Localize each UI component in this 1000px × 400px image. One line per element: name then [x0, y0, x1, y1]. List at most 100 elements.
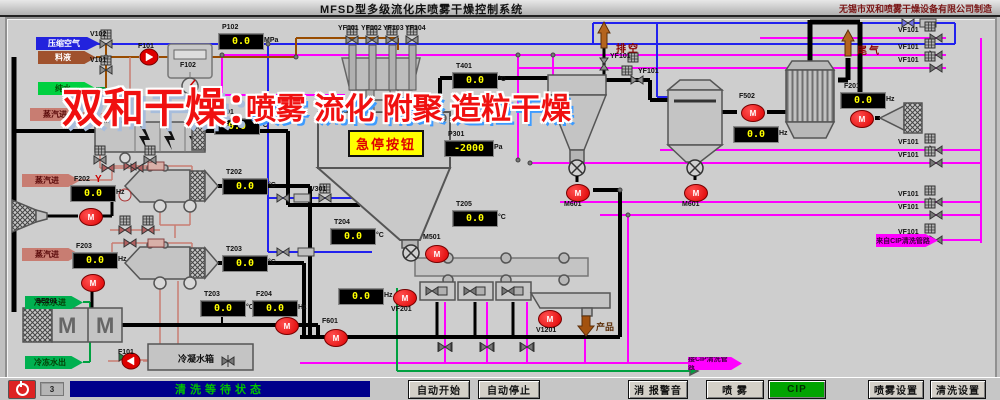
display-value-T202: 0.0	[235, 181, 255, 192]
motor-label-M601a: M601	[564, 201, 582, 208]
watermark-slogan: 喷雾 流化 附聚 造粒干燥	[246, 93, 572, 126]
valve-label-YF103: YF103	[383, 25, 404, 32]
motor-V1201[interactable]: M	[538, 310, 562, 328]
display-value-T201: 0.0	[227, 121, 247, 132]
motor-F201m[interactable]: M	[850, 110, 874, 128]
motor-label-F502m: F502	[739, 93, 755, 100]
valve-label-V102: V102	[90, 31, 107, 38]
display-unit-T401: °C	[498, 76, 506, 83]
valve-label-YF_inline: YF101	[638, 68, 659, 75]
display-label-P102: P102	[222, 24, 239, 31]
display-unit-P301: Pa	[494, 144, 503, 151]
valve-label-YF101: YF101	[338, 25, 359, 32]
valve-label-VF8-7: VF101	[898, 229, 919, 236]
flow-label-liaoye: 料液	[38, 51, 96, 64]
display-unit-P102: MPa	[264, 37, 279, 44]
motor-F204m[interactable]: M	[275, 317, 299, 335]
display-F502d: 0.0	[733, 126, 779, 143]
flow-label-chunshui: 纯水	[38, 82, 96, 95]
valve-label-VF1-0: VF101	[898, 27, 919, 34]
display-unit-T204: °C	[376, 232, 384, 239]
display-F203: 0.0	[72, 252, 118, 269]
display-T401: 0.0	[452, 72, 498, 89]
motor-M601b[interactable]: M	[684, 184, 708, 202]
valve-label-VF6-5: VF101	[898, 191, 919, 198]
display-unit-F202: Hz	[116, 189, 125, 196]
motor-F202m[interactable]: M	[79, 208, 103, 226]
vent-label-weiqi: 尾气	[857, 46, 881, 57]
svg-text:Y: Y	[95, 174, 102, 185]
display-F202: 0.0	[70, 185, 116, 202]
display-value-F204: 0.0	[265, 303, 285, 314]
display-T201: 0.0	[214, 118, 260, 135]
display-label-F204: F204	[256, 291, 272, 298]
display-value-T401: 0.0	[465, 75, 485, 86]
flow-label-zq2: 蒸汽进	[22, 174, 80, 187]
motor-label-M501: M501	[423, 234, 441, 241]
valve-label-VF7-6: VF101	[898, 204, 919, 211]
display-unit-F201: Hz	[886, 96, 895, 103]
display-label-T401: T401	[456, 63, 472, 70]
display-value-T203b: 0.0	[213, 303, 233, 314]
display-P301: -2000	[444, 140, 494, 157]
valve-label-YF102: YF102	[361, 25, 382, 32]
counter-box: 3	[40, 382, 64, 396]
motor-F203m[interactable]: M	[81, 274, 105, 292]
motor-label-F601m: F601	[322, 318, 338, 325]
display-label-T204: T204	[334, 219, 350, 226]
display-value-F502d: 0.0	[746, 129, 766, 140]
valve-label-VF2-1: VF101	[898, 44, 919, 51]
display-label-T203a: T203	[226, 246, 242, 253]
display-T203a: 0.0	[222, 255, 268, 272]
motor-M501[interactable]: M	[425, 245, 449, 263]
display-value-P102: 0.0	[231, 36, 251, 47]
display-VF201d: 0.0	[338, 288, 384, 305]
pump-label-F101b: F101	[118, 349, 134, 356]
motor-label-M601b: M601	[682, 201, 700, 208]
valve-label-VF4-3: VF101	[898, 139, 919, 146]
power-button[interactable]	[8, 380, 36, 399]
button-clean_set[interactable]: 清洗设置	[930, 380, 986, 399]
button-spray_set[interactable]: 喷雾设置	[868, 380, 924, 399]
display-value-P301: -2000	[453, 143, 485, 154]
display-label-P301: P301	[448, 131, 465, 138]
display-value-T204: 0.0	[343, 231, 363, 242]
display-value-F202: 0.0	[83, 188, 103, 199]
display-unit-F502d: Hz	[779, 130, 788, 137]
valve-label-YF_vent: YF101	[610, 53, 631, 60]
motor-label-V1201: V1201	[536, 327, 557, 334]
button-auto_start[interactable]: 自动开始	[408, 380, 470, 399]
display-label-T201: T201	[218, 109, 234, 116]
display-value-VF201d: 0.0	[351, 291, 371, 302]
display-unit-T203a: °C	[268, 259, 276, 266]
motor-F502m[interactable]: M	[741, 104, 765, 122]
display-label-T205: T205	[456, 201, 472, 208]
display-label-T203b: T203	[204, 291, 220, 298]
display-F204: 0.0	[252, 300, 298, 317]
motor-M601a[interactable]: M	[566, 184, 590, 202]
pump-label-F101: F101	[138, 43, 154, 50]
display-label-F202: F202	[74, 176, 90, 183]
equipment-label-be201: BE201	[36, 298, 58, 305]
flow-label-zq1: 蒸汽进	[30, 108, 88, 121]
display-F201: 0.0	[840, 92, 886, 109]
button-mute_alarm[interactable]: 消 报警音	[628, 380, 688, 399]
display-label-F203: F203	[76, 243, 92, 250]
power-icon	[15, 381, 29, 396]
button-auto_stop[interactable]: 自动停止	[478, 380, 540, 399]
flow-label-cip_b: 接CIP清洗管路	[688, 357, 742, 370]
valve-label-VF3-2: VF101	[898, 57, 919, 64]
motor-F601m[interactable]: M	[324, 329, 348, 347]
button-spray[interactable]: 喷 雾	[706, 380, 764, 399]
button-cip[interactable]: CIP	[768, 380, 826, 399]
display-unit-F203: Hz	[118, 256, 127, 263]
display-T203b: 0.0	[200, 300, 246, 317]
flow-label-ysqq: 压缩空气	[36, 37, 100, 50]
display-unit-T201: °C	[260, 122, 268, 129]
emergency-stop-button[interactable]: 急停按钮	[348, 130, 424, 157]
motor-VF201m[interactable]: M	[393, 289, 417, 307]
display-value-F201: 0.0	[853, 95, 873, 106]
